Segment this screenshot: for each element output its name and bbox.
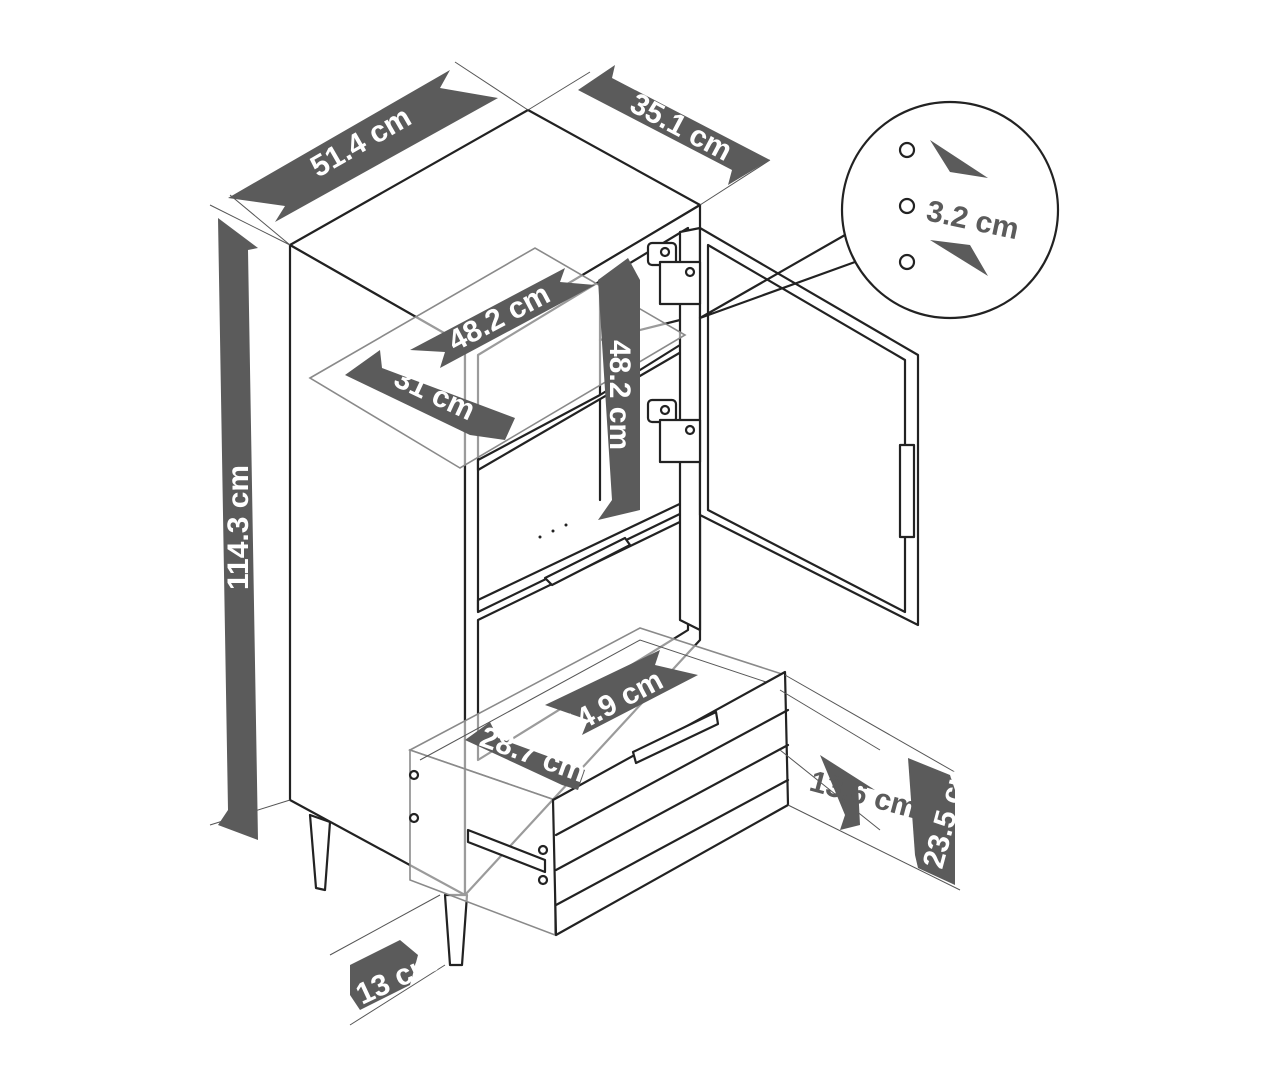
screw — [537, 844, 549, 856]
leg-left — [308, 813, 332, 892]
dot — [551, 529, 555, 533]
hinge-top — [646, 241, 702, 306]
hole-2 — [898, 197, 916, 215]
drawer-inner-line — [419, 639, 776, 761]
dot — [564, 523, 568, 527]
drawer-handle — [631, 710, 720, 765]
screw — [408, 812, 420, 824]
dim-drawer-front-height: 23.5 cm — [908, 757, 977, 885]
screw — [537, 874, 549, 886]
dim-drawer-inner-height: 13.6 cm — [806, 755, 921, 830]
extension-lines — [209, 61, 961, 1026]
dim-height-label: 114.3 cm — [222, 465, 255, 590]
dim-leg-height: 13 cm — [350, 940, 442, 1011]
dim-drawer-inner-height-label: 13.6 cm — [806, 765, 921, 825]
dim-height: 114.3 cm — [218, 218, 258, 840]
screw — [408, 769, 420, 781]
open-door — [646, 226, 920, 632]
dot — [538, 535, 542, 539]
drawer-front-groove-2 — [554, 743, 790, 872]
hole-1 — [898, 141, 916, 159]
hole-arrow-top — [930, 140, 988, 178]
hole-3 — [898, 253, 916, 271]
drawer-front-groove-3 — [554, 778, 790, 907]
dim-door-height: 48.2 cm — [598, 258, 640, 520]
magnifier-circle — [840, 100, 1060, 320]
dim-depth-label: 35.1 cm — [625, 87, 738, 168]
hole-arrow-bottom — [930, 240, 988, 276]
door-handle — [898, 443, 916, 539]
shelf-ghost-panel — [308, 247, 687, 469]
dim-door-height-label: 48.2 cm — [603, 340, 636, 450]
door-inner — [706, 243, 907, 614]
leg-front — [443, 893, 469, 967]
hinge-bottom — [646, 398, 702, 464]
drawer-runner — [466, 828, 547, 874]
middle-handle — [543, 536, 632, 587]
callout-pointer — [698, 233, 857, 320]
drawer-front-groove-1 — [554, 708, 790, 837]
hole-detail-callout: 3.2 cm — [698, 100, 1060, 320]
